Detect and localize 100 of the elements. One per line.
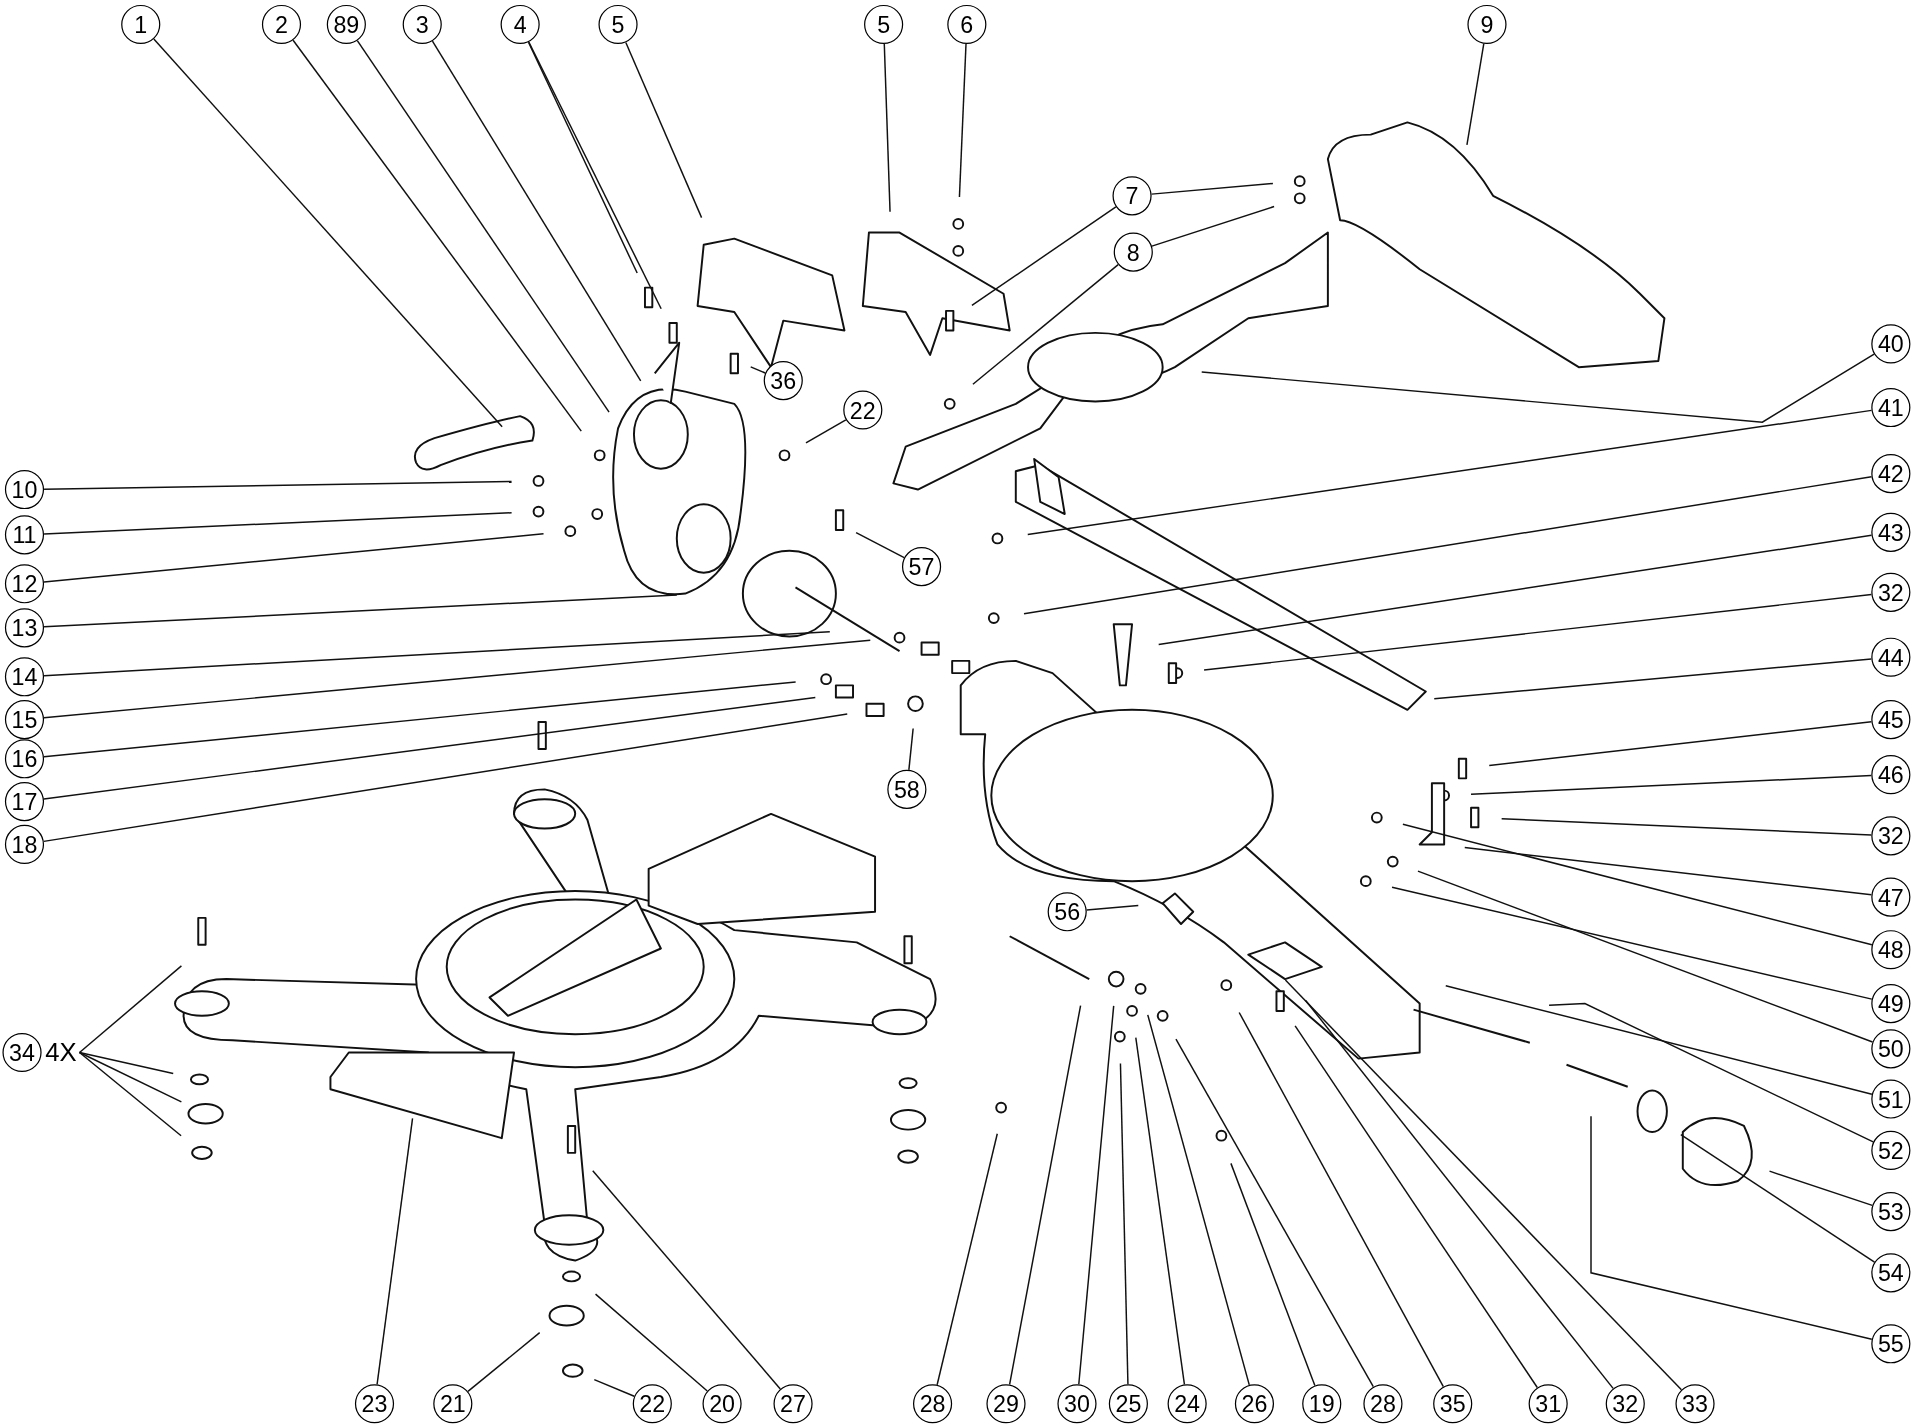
callout-number: 2 [261, 4, 302, 45]
callout-number: 55 [1871, 1324, 1911, 1364]
callout-number: 26 [1234, 1384, 1275, 1424]
callout-number: 35 [1433, 1384, 1473, 1424]
callout-number: 31 [1528, 1384, 1568, 1424]
leader-line [936, 1133, 998, 1386]
leader-line [1391, 886, 1873, 1000]
leader-line [1230, 1162, 1316, 1387]
callout-number: 52 [1871, 1130, 1911, 1170]
callout-number: 40 [1871, 324, 1911, 364]
callout-number: 27 [773, 1384, 813, 1424]
callout-number: 30 [1057, 1384, 1097, 1424]
callout-number: 46 [1871, 755, 1911, 795]
callout-number: 17 [4, 782, 45, 822]
leader-line [527, 41, 638, 274]
callout-number: 22 [632, 1384, 672, 1424]
callout-number: 25 [1108, 1384, 1148, 1424]
callout-number: 9 [1467, 4, 1507, 45]
leader-line [1151, 205, 1275, 247]
callout-number: 48 [1871, 930, 1911, 970]
callout-number: 3 [402, 4, 442, 45]
leader-line [1304, 999, 1614, 1390]
callout-number: 12 [4, 564, 45, 604]
callout-number: 23 [354, 1384, 395, 1424]
callout-number: 6 [947, 4, 987, 45]
leader-line [43, 480, 513, 490]
leader-line [356, 39, 610, 413]
leader-line [1200, 353, 1875, 423]
leader-line [1078, 1005, 1115, 1385]
leader-line [431, 40, 642, 382]
leader-line [1417, 870, 1874, 1043]
leader-line [1157, 534, 1873, 646]
callout-number: 11 [4, 515, 45, 555]
callout-number: 47 [1871, 877, 1911, 917]
callout-number: 4 [500, 4, 540, 45]
leader-line [1433, 658, 1873, 700]
callout-number: 10 [4, 469, 45, 510]
leader-line [1175, 1038, 1374, 1388]
leader-line [972, 263, 1119, 386]
callout-number: 28 [913, 1384, 953, 1424]
leader-line [43, 512, 513, 535]
leader-line [1402, 823, 1873, 946]
callout-number: 56 [1047, 892, 1087, 932]
callout-number: 21 [433, 1384, 473, 1424]
leader-line [43, 713, 848, 843]
leader-line [1027, 409, 1873, 536]
callout-number: 44 [1871, 637, 1911, 677]
leader-line [43, 639, 871, 719]
leader-line [1085, 904, 1139, 911]
callout-number: 42 [1871, 454, 1911, 494]
callout-number: 43 [1871, 512, 1911, 552]
leader-line [592, 1170, 782, 1390]
callout-number: 24 [1167, 1384, 1207, 1424]
callout-number: 50 [1871, 1029, 1911, 1069]
callout-number: 16 [4, 739, 45, 779]
leader-line [292, 39, 582, 432]
leader-line [883, 43, 891, 213]
leader-line [749, 366, 766, 374]
callout-number: 45 [1871, 700, 1911, 740]
callout-number: 7 [1112, 176, 1152, 216]
leader-line [153, 38, 503, 428]
callout-number: 8 [1113, 232, 1153, 272]
leader-line [467, 1331, 541, 1393]
callout-number: 36 [763, 361, 803, 401]
leader-line [1445, 985, 1873, 1095]
leader-line [1284, 979, 1683, 1391]
callout-number: 49 [1871, 984, 1911, 1024]
leader-line [1590, 1115, 1873, 1340]
leader-line [1147, 1014, 1250, 1386]
leader-line [1119, 1062, 1129, 1385]
callout-number: 22 [843, 390, 883, 430]
leader-line [43, 533, 545, 583]
leader-line [1023, 476, 1873, 615]
leader-line [1238, 1011, 1445, 1388]
leader-line [1500, 818, 1873, 836]
leader-line [1294, 1025, 1538, 1389]
leader-line [594, 1293, 708, 1392]
callout-number: 28 [1363, 1384, 1403, 1424]
callout-number: 41 [1871, 387, 1911, 428]
callout-number: 89 [326, 4, 366, 45]
leader-line [376, 1117, 414, 1386]
leader-line [1150, 182, 1274, 195]
leader-line [43, 696, 817, 800]
callout-number: 32 [1871, 572, 1911, 612]
callout-number: 53 [1871, 1192, 1911, 1232]
leader-line [1680, 1133, 1876, 1263]
callout-number: 14 [4, 657, 45, 697]
callout-number: 54 [1871, 1253, 1911, 1293]
leader-line [43, 631, 831, 677]
leader-line [1464, 846, 1873, 896]
leader-line [43, 594, 678, 628]
callout-number: 5 [598, 4, 638, 45]
leader-line [593, 1378, 635, 1397]
callout-number: 19 [1302, 1384, 1342, 1424]
leader-line [78, 1051, 174, 1075]
leader-line [855, 531, 905, 559]
leader-line [805, 419, 847, 444]
leader-line [908, 727, 914, 771]
leader-line [43, 681, 797, 758]
leader-line [971, 206, 1117, 307]
